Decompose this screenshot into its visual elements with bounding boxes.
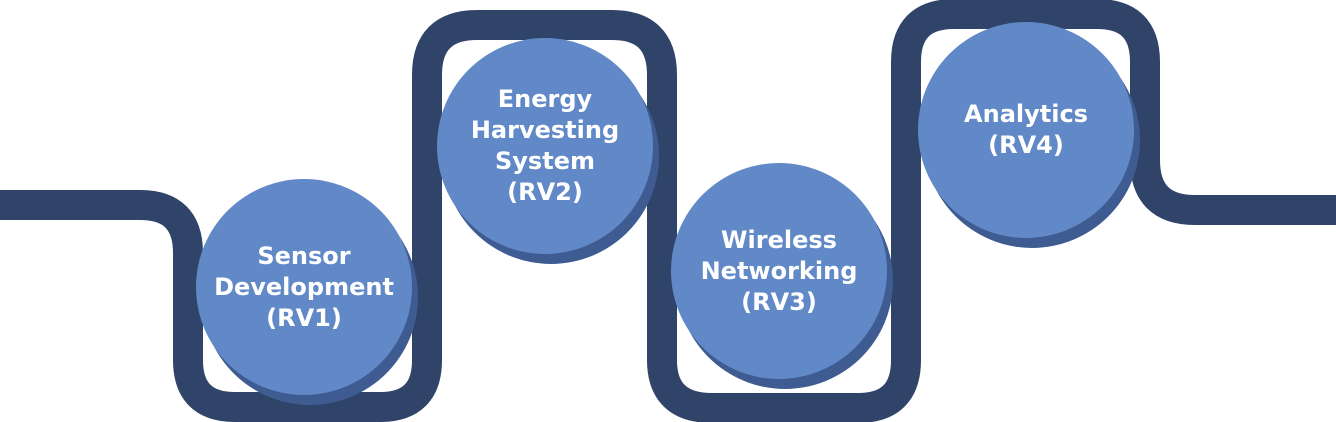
stage-label-rv3: Wireless Networking (RV3) [671,163,887,379]
label-line: System [495,147,595,175]
label-line: (RV4) [988,131,1064,159]
label-line: (RV1) [266,303,342,332]
circle-face [671,163,887,379]
stage-text: Sensor Development (RV1) [214,241,394,334]
stage-label-rv4: Analytics (RV4) [918,22,1134,238]
label-line: Networking [700,256,858,285]
label-line: Analytics [964,100,1088,128]
circle-face [918,22,1134,238]
label-line: Wireless [721,225,837,254]
circle-face [437,38,653,254]
label-line: Development [214,272,394,301]
stage-text: Analytics (RV4) [964,99,1088,161]
label-line: (RV3) [741,287,817,316]
circle-face [196,179,412,395]
stage-text: Wireless Networking (RV3) [701,225,858,318]
label-line: Sensor [257,241,351,270]
stage-circle-rv4 [918,22,1140,248]
stage-label-rv1: Sensor Development (RV1) [196,179,412,395]
label-line: Harvesting [470,116,620,144]
stage-circle-rv3 [671,163,893,389]
stage-circle-rv1 [196,179,418,405]
stage-label-rv2: Energy Harvesting System (RV2) [437,38,653,254]
label-line: Energy [497,85,593,113]
stage-circle-rv2 [437,38,659,264]
label-line: (RV2) [507,178,583,206]
stage-text: Energy Harvesting System (RV2) [471,84,619,208]
